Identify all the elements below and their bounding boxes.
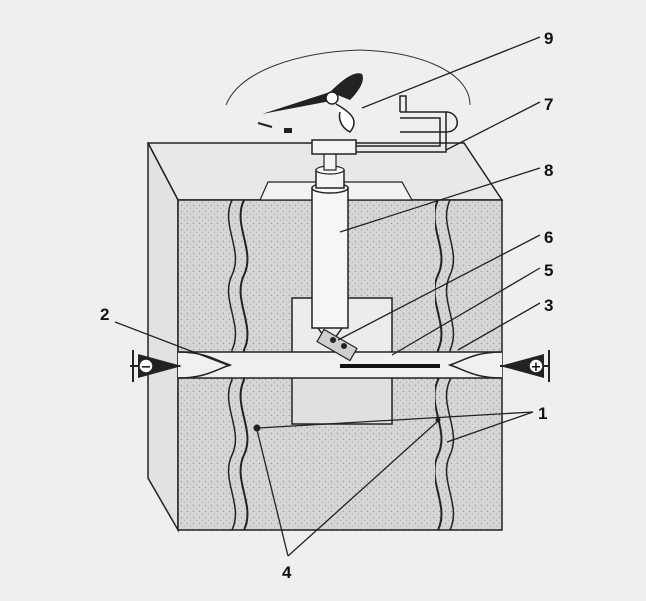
callout-8: 8 <box>544 161 553 180</box>
callout-7: 7 <box>544 95 553 114</box>
callout-5: 5 <box>544 261 553 280</box>
negative-symbol: − <box>141 360 152 375</box>
positive-symbol: + <box>531 360 542 375</box>
callout-3: 3 <box>544 296 553 315</box>
callout-6: 6 <box>544 228 553 247</box>
linkage-rods <box>356 95 458 153</box>
callout-2: 2 <box>100 305 109 324</box>
positive-terminal: + <box>500 350 550 382</box>
callout-labels: 9 7 8 6 5 3 2 1 4 <box>100 29 553 582</box>
junction-dot-right <box>435 417 441 423</box>
leader-lines <box>114 36 541 557</box>
junction-dot-left <box>253 424 261 432</box>
negative-terminal: − <box>130 350 182 382</box>
vertical-tube <box>311 139 357 347</box>
dial-gauge <box>225 49 471 133</box>
callout-1: 1 <box>538 404 547 423</box>
callout-9: 9 <box>544 29 553 48</box>
callout-4: 4 <box>282 563 292 582</box>
